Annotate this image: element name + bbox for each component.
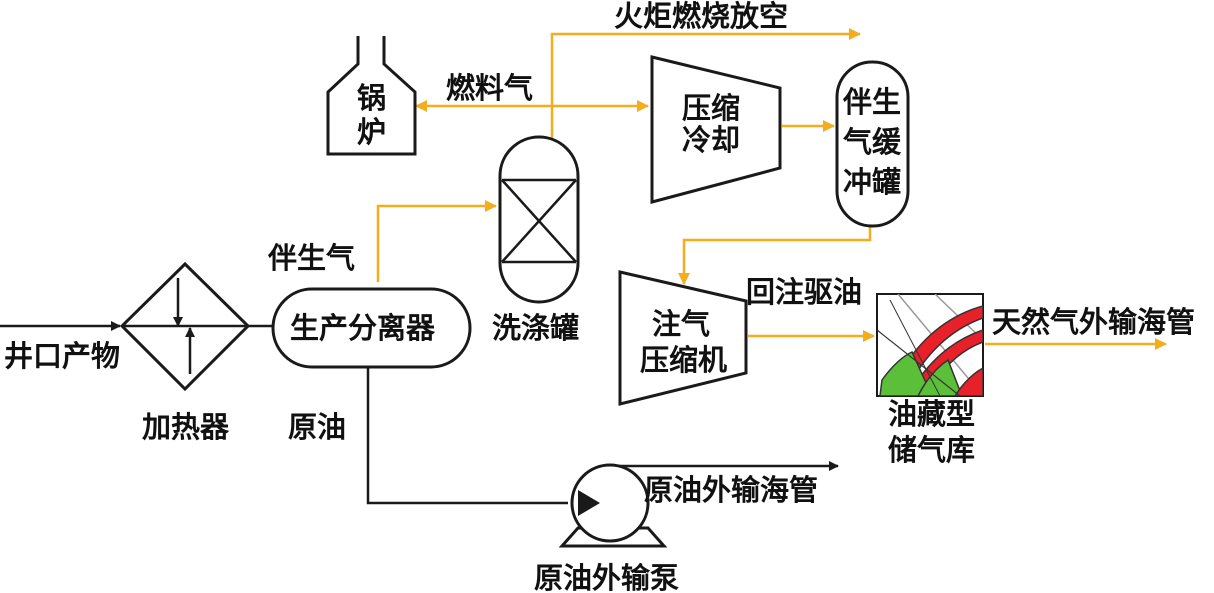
- compressor-cooler: [650, 55, 782, 204]
- injection-compressor: [618, 270, 748, 406]
- label-injection-1: 注气: [652, 307, 710, 341]
- label-buffer-1: 伴生: [842, 85, 901, 119]
- label-boiler-1: 锅: [357, 81, 386, 115]
- label-flare-vent: 火炬燃烧放空: [614, 0, 788, 33]
- label-crude-oil: 原油: [288, 410, 346, 444]
- crude-oil-export-pump: [558, 463, 668, 548]
- production-separator: [271, 287, 472, 369]
- label-compress-1: 压缩: [682, 91, 740, 125]
- label-oil-export: 原油外输海管: [644, 473, 818, 507]
- label-associated-gas: 伴生气: [267, 241, 355, 275]
- boiler: [326, 36, 417, 156]
- crude-oil-line: [366, 366, 568, 505]
- reservoir-gas-storage: [876, 293, 984, 397]
- label-storage-2: 储气库: [888, 433, 975, 467]
- heater: [119, 261, 251, 392]
- label-gas-export: 天然气外输海管: [992, 305, 1195, 339]
- label-storage-1: 油藏型: [888, 397, 975, 431]
- label-injection-2: 压缩机: [640, 343, 727, 377]
- label-compress-2: 冷却: [682, 123, 740, 157]
- label-separator: 生产分离器: [290, 311, 436, 345]
- label-fuel-gas: 燃料气: [446, 71, 533, 105]
- associated-gas-line: [376, 200, 497, 282]
- label-export-pump: 原油外输泵: [534, 561, 679, 593]
- label-scrubber: 洗涤罐: [492, 311, 579, 345]
- associated-gas-buffer-tank: [835, 60, 910, 228]
- scrubber: [498, 135, 580, 304]
- buffer-to-injection-line: [678, 226, 872, 285]
- label-reinjection: 回注驱油: [746, 275, 862, 309]
- label-heater: 加热器: [142, 410, 230, 444]
- label-well-product: 井口产物: [4, 339, 120, 373]
- label-buffer-2: 气缓: [842, 125, 902, 159]
- label-buffer-3: 冲罐: [843, 165, 901, 199]
- label-boiler-2: 炉: [357, 115, 386, 149]
